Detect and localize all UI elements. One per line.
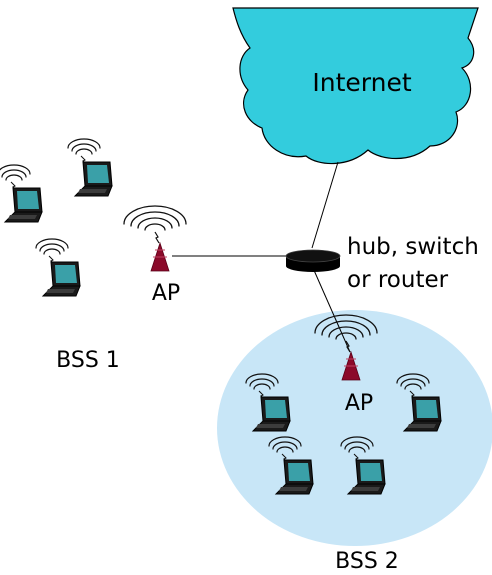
bss1-label: BSS 1 bbox=[56, 348, 120, 373]
ap1-icon bbox=[123, 205, 187, 272]
ap2-label: AP bbox=[345, 391, 373, 416]
internet-cloud bbox=[232, 7, 479, 165]
laptop-icon bbox=[67, 138, 113, 197]
switch-icon bbox=[285, 249, 341, 272]
switch-label-line2: or router bbox=[347, 267, 449, 293]
link-switch-ap2 bbox=[312, 267, 351, 353]
laptop-icon bbox=[35, 238, 81, 297]
internet-label: Internet bbox=[312, 68, 411, 97]
ap1-label: AP bbox=[152, 281, 180, 306]
bss2-label: BSS 2 bbox=[335, 549, 399, 574]
laptop-icon bbox=[0, 164, 43, 223]
switch-label-line1: hub, switch bbox=[347, 234, 479, 260]
link-switch-internet bbox=[311, 161, 339, 249]
